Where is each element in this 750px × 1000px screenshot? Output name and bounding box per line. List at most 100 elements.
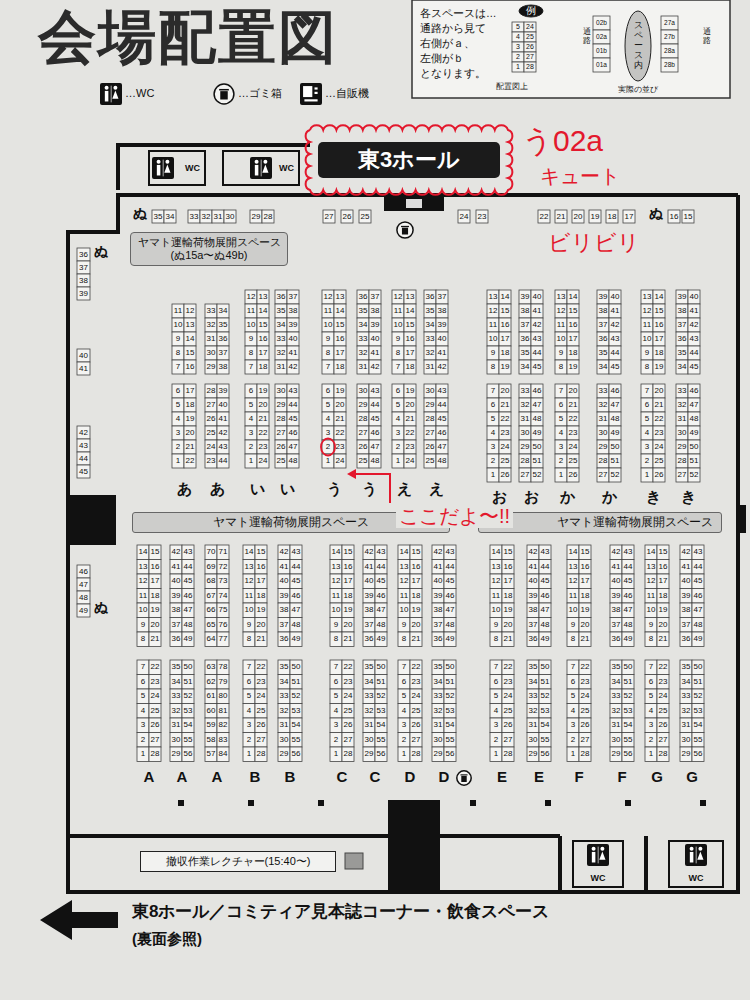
space-number: 25: [410, 704, 422, 719]
space-number: 9: [490, 618, 502, 633]
space-number: 38: [519, 304, 531, 318]
space-cell: [184, 346, 196, 360]
space-number: 16: [184, 360, 196, 374]
space-cell: [555, 426, 567, 440]
space-number: 17: [255, 574, 267, 589]
space-cell: [149, 545, 161, 560]
block-letter: D: [394, 768, 426, 786]
space-cell: [567, 560, 579, 575]
space-number: 27: [410, 733, 422, 748]
space-number: 46: [531, 384, 543, 398]
space-cell: [182, 718, 194, 733]
space-number: 47: [692, 603, 704, 618]
space-cell: [597, 332, 609, 346]
space-number: 4: [137, 704, 149, 719]
space-number: 6: [555, 398, 567, 412]
space-cell: [278, 545, 290, 560]
space-number: 19: [342, 603, 354, 618]
space-number: 52: [444, 689, 456, 704]
space-cell: [680, 618, 692, 633]
space-cell: [609, 412, 621, 426]
space-number: 30: [357, 384, 369, 398]
space-cell: [539, 574, 551, 589]
space-number: 36: [357, 290, 369, 304]
space-number: 36: [527, 632, 539, 647]
space-number: 19: [567, 360, 579, 374]
space-number: 46: [539, 589, 551, 604]
space-cell: [487, 412, 499, 426]
space-cell: [567, 290, 579, 304]
space-cell: [579, 589, 591, 604]
space-cell: [579, 704, 591, 719]
space-number: 44: [531, 346, 543, 360]
space-number: 23: [499, 426, 511, 440]
space-cell: [610, 545, 622, 560]
space-cell: [688, 426, 700, 440]
block-letter: お: [515, 488, 547, 506]
space-number: 7: [487, 384, 499, 398]
space-cell: [424, 290, 436, 304]
space-number: 29: [676, 440, 688, 454]
space-number: 39: [676, 290, 688, 304]
space-cell: [555, 290, 567, 304]
space-number: 50: [290, 660, 302, 675]
icon-part: [260, 160, 262, 177]
space-number: 5: [398, 689, 410, 704]
space-number: 7: [555, 384, 567, 398]
space-cell: [330, 689, 342, 704]
space-cell: [357, 398, 369, 412]
space-number: 41: [680, 560, 692, 575]
space-cell: [205, 618, 217, 633]
space-cell: [676, 468, 688, 482]
space-number: 43: [539, 545, 551, 560]
space-cell: [77, 287, 90, 300]
space-cell: [444, 589, 456, 604]
space-number: 13: [137, 560, 149, 575]
space-cell: [567, 360, 579, 374]
space-number: 35: [610, 660, 622, 675]
space-number: 52: [622, 689, 634, 704]
space-cell: [444, 675, 456, 690]
space-number: 48: [436, 454, 448, 468]
space-cell: [287, 454, 299, 468]
space-cell: [436, 384, 448, 398]
space-number: 9: [567, 618, 579, 633]
space-cell: [363, 545, 375, 560]
space-cell: [622, 689, 634, 704]
space-number: 14: [398, 545, 410, 560]
space-cell: [392, 318, 404, 332]
space-cell: [255, 574, 267, 589]
space-number: 29: [610, 747, 622, 762]
space-number: 11: [567, 589, 579, 604]
space-cell: [597, 346, 609, 360]
space-cell: [275, 440, 287, 454]
space-number: 50: [688, 440, 700, 454]
wall-space-number: 45: [77, 465, 90, 478]
space-cell: [641, 346, 653, 360]
space-number: 1: [137, 747, 149, 762]
space-cell: [375, 689, 387, 704]
space-cell: [555, 304, 567, 318]
icon-part: [262, 164, 268, 172]
space-cell: [676, 304, 688, 318]
space-number: 2: [322, 440, 334, 454]
space-number: 49: [539, 632, 551, 647]
space-cell: [499, 426, 511, 440]
space-cell: [444, 574, 456, 589]
space-number: 5: [555, 412, 567, 426]
space-cell: [476, 210, 488, 223]
space-number: 39: [217, 384, 229, 398]
space-number: 37: [287, 290, 299, 304]
space-number: 16: [567, 318, 579, 332]
space-number: 39: [287, 318, 299, 332]
space-cell: [653, 318, 665, 332]
node-text: 左側がｂ: [420, 51, 464, 66]
space-number: 19: [334, 384, 346, 398]
space-cell: [579, 545, 591, 560]
space-cell: [680, 545, 692, 560]
icon-part: [157, 160, 161, 164]
space-cell: [137, 704, 149, 719]
space-cell: [137, 618, 149, 633]
space-cell: [170, 704, 182, 719]
space-cell: [184, 304, 196, 318]
